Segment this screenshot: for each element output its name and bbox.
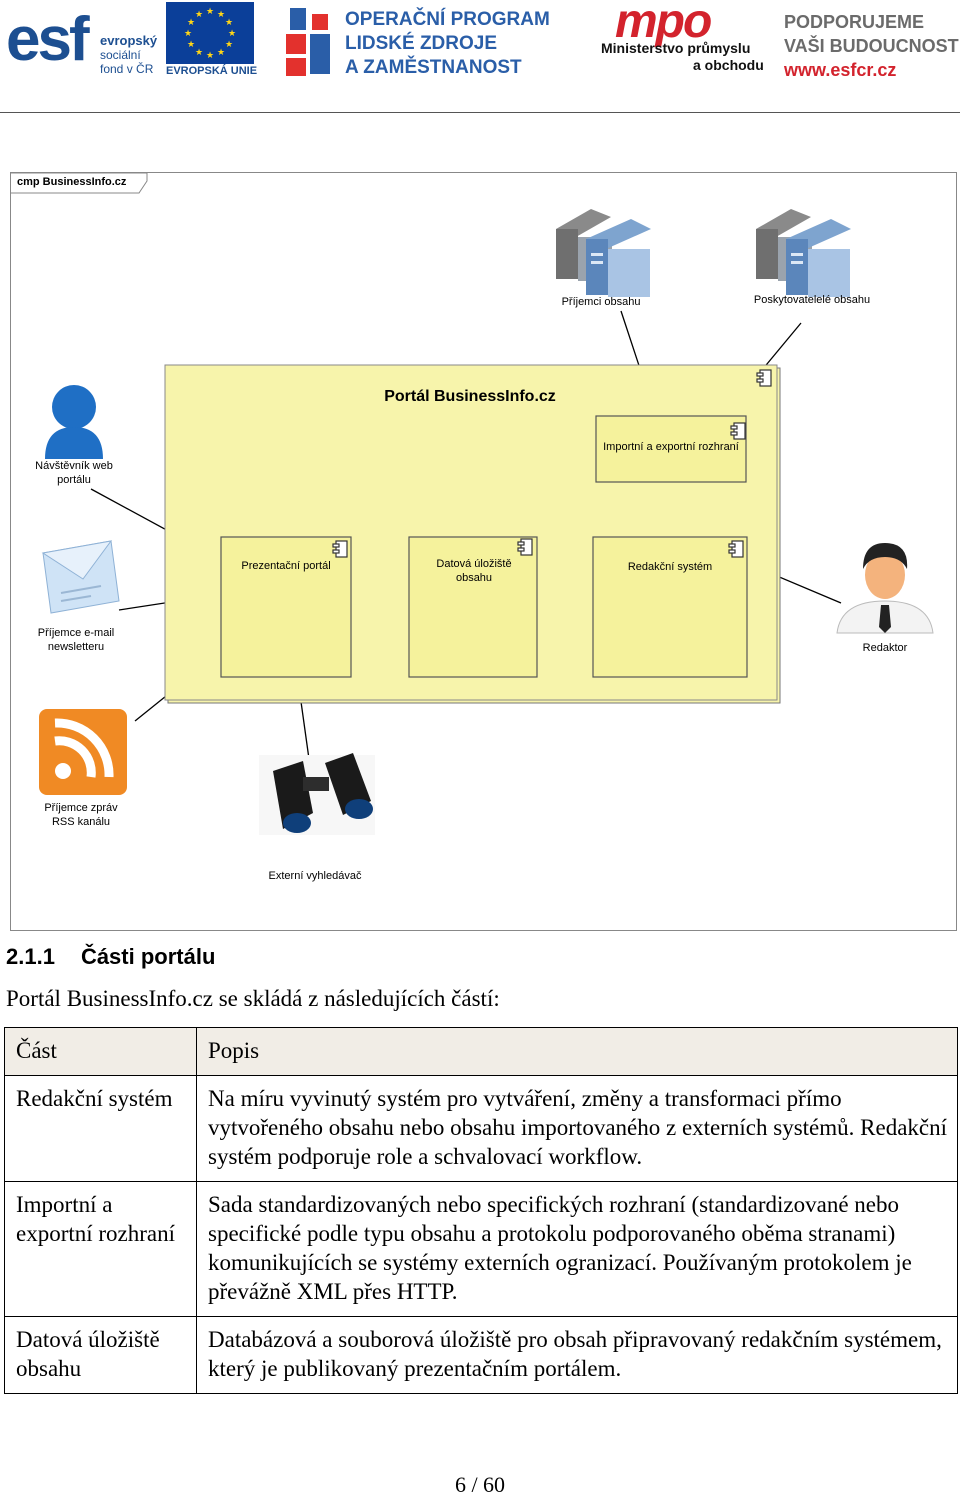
- table-row: Importní a exportní rozhraní Sada standa…: [4, 1181, 958, 1317]
- table-row: Redakční systém Na míru vyvinutý systém …: [4, 1075, 958, 1182]
- header-divider: [0, 112, 960, 113]
- esf-logo: esf: [6, 5, 90, 74]
- component-editorial: Redakční systém: [627, 561, 713, 573]
- esf-line: sociální: [100, 48, 141, 62]
- mpo-logo-word: mpo: [615, 0, 712, 48]
- table-row: Datová úložiště obsahu Databázová a soub…: [4, 1316, 958, 1394]
- op-line: LIDSKÉ ZDROJE: [345, 33, 498, 54]
- page-number: 6 / 60: [454, 1472, 506, 1497]
- support-logo: PODPORUJEME VAŠI BUDOUCNOST www.esfcr.cz: [784, 10, 959, 82]
- esf-line: fond v ČR: [100, 62, 154, 76]
- op-line: A ZAMĚSTNANOST: [345, 57, 522, 78]
- svg-text:★: ★: [225, 18, 233, 28]
- diagram-canvas: [11, 173, 934, 835]
- table-cell-part: Importní a exportní rozhraní: [4, 1181, 197, 1317]
- actor-newsletter: Příjemce e-mail newsletteru: [37, 627, 115, 653]
- svg-text:★: ★: [184, 29, 192, 39]
- svg-text:★: ★: [195, 10, 203, 20]
- component-diagram: cmp BusinessInfo.cz Portál BusinessInfo.…: [10, 172, 957, 931]
- eu-flag-icon: ★★★ ★★★ ★★★ ★★★: [166, 2, 254, 64]
- svg-text:★: ★: [187, 40, 195, 50]
- server-icon: [556, 209, 651, 297]
- component-boxes: [220, 415, 748, 678]
- actor-receivers: Příjemci obsahu: [561, 296, 641, 308]
- table-cell-description: Sada standardizovaných nebo specifických…: [196, 1181, 958, 1317]
- component-storage: Datová úložiště obsahu: [436, 558, 512, 584]
- esf-logo-text: evropský sociální fond v ČR: [100, 33, 158, 77]
- portal-title: Portál BusinessInfo.cz: [384, 388, 556, 405]
- mpo-logo: mpo Ministerstvo průmyslu a obchodu: [575, 0, 765, 84]
- actor-editor: Redaktor: [862, 642, 908, 654]
- editor-person-icon: [836, 543, 934, 634]
- op-logo-icon: [286, 8, 330, 76]
- table-header-description: Popis: [196, 1027, 958, 1076]
- section-heading: 2.1.1 Části portálu: [6, 944, 215, 970]
- rss-icon: [39, 709, 127, 795]
- mpo-logo-text: Ministerstvo průmyslu a obchodu: [601, 40, 764, 74]
- svg-text:★: ★: [206, 51, 214, 61]
- actor-search: Externí vyhledávač: [268, 870, 362, 882]
- svg-text:★: ★: [195, 48, 203, 58]
- actor-providers: Poskytovatelelé obsahu: [753, 294, 871, 306]
- eu-caption: EVROPSKÁ UNIE: [166, 65, 258, 77]
- section-number: 2.1.1: [6, 944, 55, 969]
- svg-text:★: ★: [217, 10, 225, 20]
- frame-tab-outline: [11, 173, 148, 194]
- svg-text:★: ★: [217, 48, 225, 58]
- component-presentation: Prezentační portál: [241, 560, 331, 572]
- binoculars-icon: [259, 753, 375, 835]
- op-line: OPERAČNÍ PROGRAM: [345, 9, 550, 30]
- support-url: www.esfcr.cz: [784, 60, 897, 80]
- table-header-row: Část Popis: [4, 1027, 958, 1076]
- table-cell-part: Datová úložiště obsahu: [4, 1316, 197, 1394]
- table-cell-description: Na míru vyvinutý systém pro vytváření, z…: [196, 1075, 958, 1182]
- svg-text:★: ★: [206, 7, 214, 17]
- support-line: PODPORUJEME: [784, 12, 925, 32]
- server-icon: [756, 209, 851, 297]
- esf-line: evropský: [100, 33, 158, 48]
- parts-table: Část Popis Redakční systém Na míru vyvin…: [4, 1027, 958, 1394]
- svg-text:★: ★: [187, 18, 195, 28]
- support-line: VAŠI BUDOUCNOST: [784, 36, 959, 56]
- diagram-frame-label: cmp BusinessInfo.cz: [17, 176, 127, 188]
- op-logo-text: OPERAČNÍ PROGRAM LIDSKÉ ZDROJE A ZAMĚSTN…: [345, 8, 550, 80]
- mpo-line: Ministerstvo průmyslu: [601, 40, 751, 56]
- table-cell-part: Redakční systém: [4, 1075, 197, 1182]
- person-icon: [45, 385, 103, 459]
- table-cell-description: Databázová a souborová úložiště pro obsa…: [196, 1316, 958, 1394]
- page-header: esf evropský sociální fond v ČR ★★★ ★★★ …: [0, 0, 960, 88]
- component-icon: [332, 369, 772, 558]
- section-intro: Portál BusinessInfo.cz se skládá z násle…: [6, 986, 500, 1011]
- section-title: Části portálu: [80, 944, 216, 969]
- eu-stars: ★★★ ★★★ ★★★ ★★★: [184, 7, 236, 61]
- svg-text:★: ★: [225, 40, 233, 50]
- actor-visitor: Návštěvník web portálu: [35, 460, 113, 486]
- table-header-part: Část: [4, 1027, 197, 1076]
- mpo-line: a obchodu: [693, 57, 764, 73]
- svg-text:★: ★: [228, 29, 236, 39]
- actor-rss: Příjemce zpráv RSS kanálu: [44, 802, 118, 828]
- envelope-icon: [41, 540, 120, 614]
- component-import-export: Importní a exportní rozhraní: [603, 441, 739, 453]
